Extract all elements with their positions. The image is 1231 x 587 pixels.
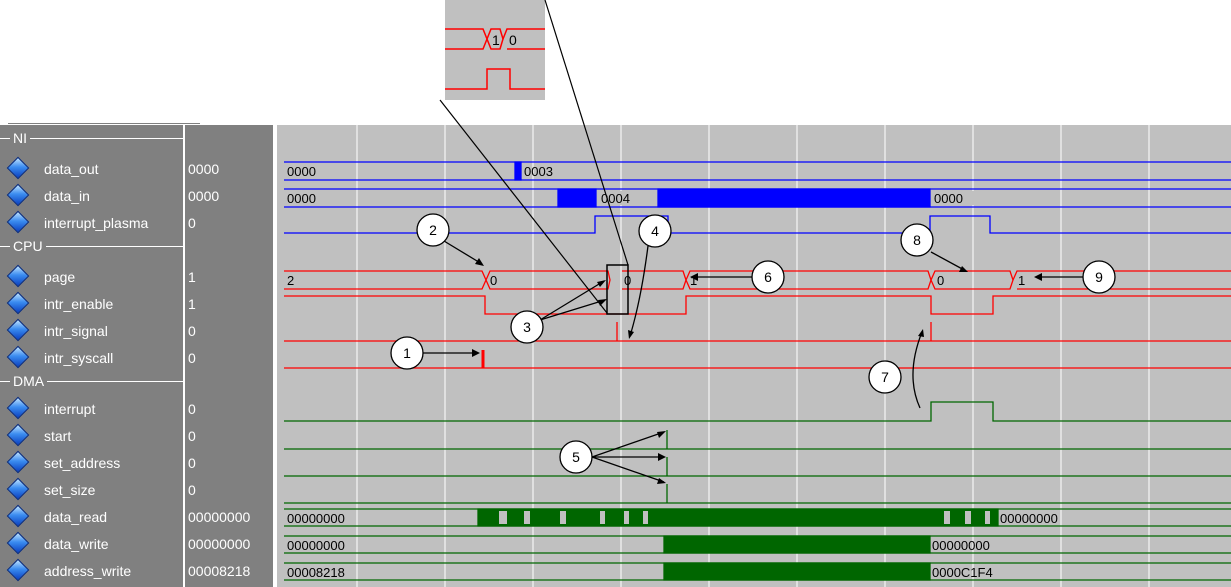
group-ni-header[interactable]: NI	[0, 125, 193, 152]
signal-data-in[interactable]: data_in	[0, 183, 90, 210]
callout-2: 2	[416, 213, 450, 247]
address-write-seg-1: 0000C1F4	[932, 565, 993, 580]
svg-text:9: 9	[1095, 269, 1103, 285]
cpu-waveforms	[284, 270, 1231, 369]
value-data-in: 0000	[188, 188, 220, 204]
signal-interrupt[interactable]: interrupt	[0, 396, 95, 423]
svg-text:3: 3	[523, 319, 531, 335]
signal-data-out[interactable]: data_out	[0, 156, 99, 183]
page-seg-0: 2	[287, 273, 294, 288]
signal-data-write[interactable]: data_write	[0, 531, 109, 558]
svg-text:7: 7	[881, 369, 889, 385]
signal-set-address[interactable]: set_address	[0, 450, 120, 477]
page-seg-5: 1	[1018, 273, 1025, 288]
svg-text:1: 1	[403, 345, 411, 361]
signal-intr-syscall[interactable]: intr_syscall	[0, 345, 113, 372]
value-data-read: 00000000	[188, 509, 251, 525]
dma-waveforms	[284, 401, 1231, 581]
signal-intr-enable[interactable]: intr_enable	[0, 291, 113, 318]
ni-waveforms	[284, 161, 1231, 234]
value-intr-enable: 1	[188, 296, 196, 312]
callout-1: 1	[390, 336, 424, 370]
data-read-seg-1: 00000000	[1000, 511, 1058, 526]
svg-text:4: 4	[651, 223, 659, 239]
value-page: 1	[188, 269, 196, 285]
data-write-seg-0: 00000000	[287, 538, 345, 553]
zoom-inset: 1 0	[445, 0, 545, 100]
signal-page[interactable]: page	[0, 264, 75, 291]
value-interrupt-plasma: 0	[188, 215, 196, 231]
callout-5: 5	[559, 440, 593, 474]
svg-text:6: 6	[764, 269, 772, 285]
page-seg-4: 0	[937, 273, 944, 288]
callout-9: 9	[1082, 260, 1116, 294]
signal-address-write[interactable]: address_write	[0, 558, 131, 585]
callout-3: 3	[510, 310, 544, 344]
arrow-heads	[472, 258, 1042, 484]
signal-name-panel: NI data_out data_in interrupt_plasma CPU…	[0, 125, 193, 587]
group-dma-header[interactable]: DMA	[0, 368, 193, 395]
signal-start[interactable]: start	[0, 423, 71, 450]
value-intr-syscall: 0	[188, 350, 196, 366]
dma-bus-gaps	[499, 511, 990, 524]
signal-intr-signal[interactable]: intr_signal	[0, 318, 108, 345]
signal-data-read[interactable]: data_read	[0, 504, 107, 531]
callout-6: 6	[751, 260, 785, 294]
value-start: 0	[188, 428, 196, 444]
zoom-label-a: 1	[492, 32, 500, 48]
callout-8: 8	[900, 223, 934, 257]
value-interrupt: 0	[188, 401, 196, 417]
svg-text:2: 2	[429, 222, 437, 238]
value-address-write: 00008218	[188, 563, 251, 579]
data-write-seg-1: 00000000	[932, 538, 990, 553]
data-read-seg-0: 00000000	[287, 511, 345, 526]
signal-set-size[interactable]: set_size	[0, 477, 95, 504]
data-in-seg-2: 0000	[934, 191, 963, 206]
annotation-arrows	[423, 240, 1083, 483]
address-write-seg-0: 00008218	[287, 565, 345, 580]
value-data-write: 00000000	[188, 536, 251, 552]
group-cpu-header[interactable]: CPU	[0, 233, 193, 260]
value-data-out: 0000	[188, 161, 220, 177]
zoom-label-b: 0	[509, 32, 517, 48]
value-set-size: 0	[188, 482, 196, 498]
data-out-seg-1: 0003	[524, 164, 553, 179]
value-intr-signal: 0	[188, 323, 196, 339]
signal-interrupt-plasma[interactable]: interrupt_plasma	[0, 210, 148, 237]
page-seg-3: 1	[690, 273, 697, 288]
signal-value-panel: 0000 0000 0 1 1 0 0 0 0 0 0 00000000 000…	[185, 125, 273, 587]
value-set-address: 0	[188, 455, 196, 471]
dma-vector-labels: 00000000 00000000 00000000 00000000 0000…	[287, 511, 1058, 580]
callout-4: 4	[638, 214, 672, 248]
data-in-label-bg-2	[932, 191, 982, 205]
zoom-leaders	[439, 0, 629, 315]
cpu-vector-labels: 2 0 0 1 0 1	[287, 273, 1025, 288]
data-in-label-bg	[599, 191, 655, 205]
svg-text:8: 8	[913, 232, 921, 248]
ni-vector-labels: 0000 0003 0000 0004 0000	[287, 164, 982, 206]
callouts: 1 2 3 4 5 6 7 8 9	[390, 213, 1116, 474]
page-seg-1: 0	[490, 273, 497, 288]
header-divider	[8, 123, 200, 124]
callout-7: 7	[868, 360, 902, 394]
data-out-seg-0: 0000	[287, 164, 316, 179]
data-in-seg-0: 0000	[287, 191, 316, 206]
svg-text:5: 5	[572, 449, 580, 465]
